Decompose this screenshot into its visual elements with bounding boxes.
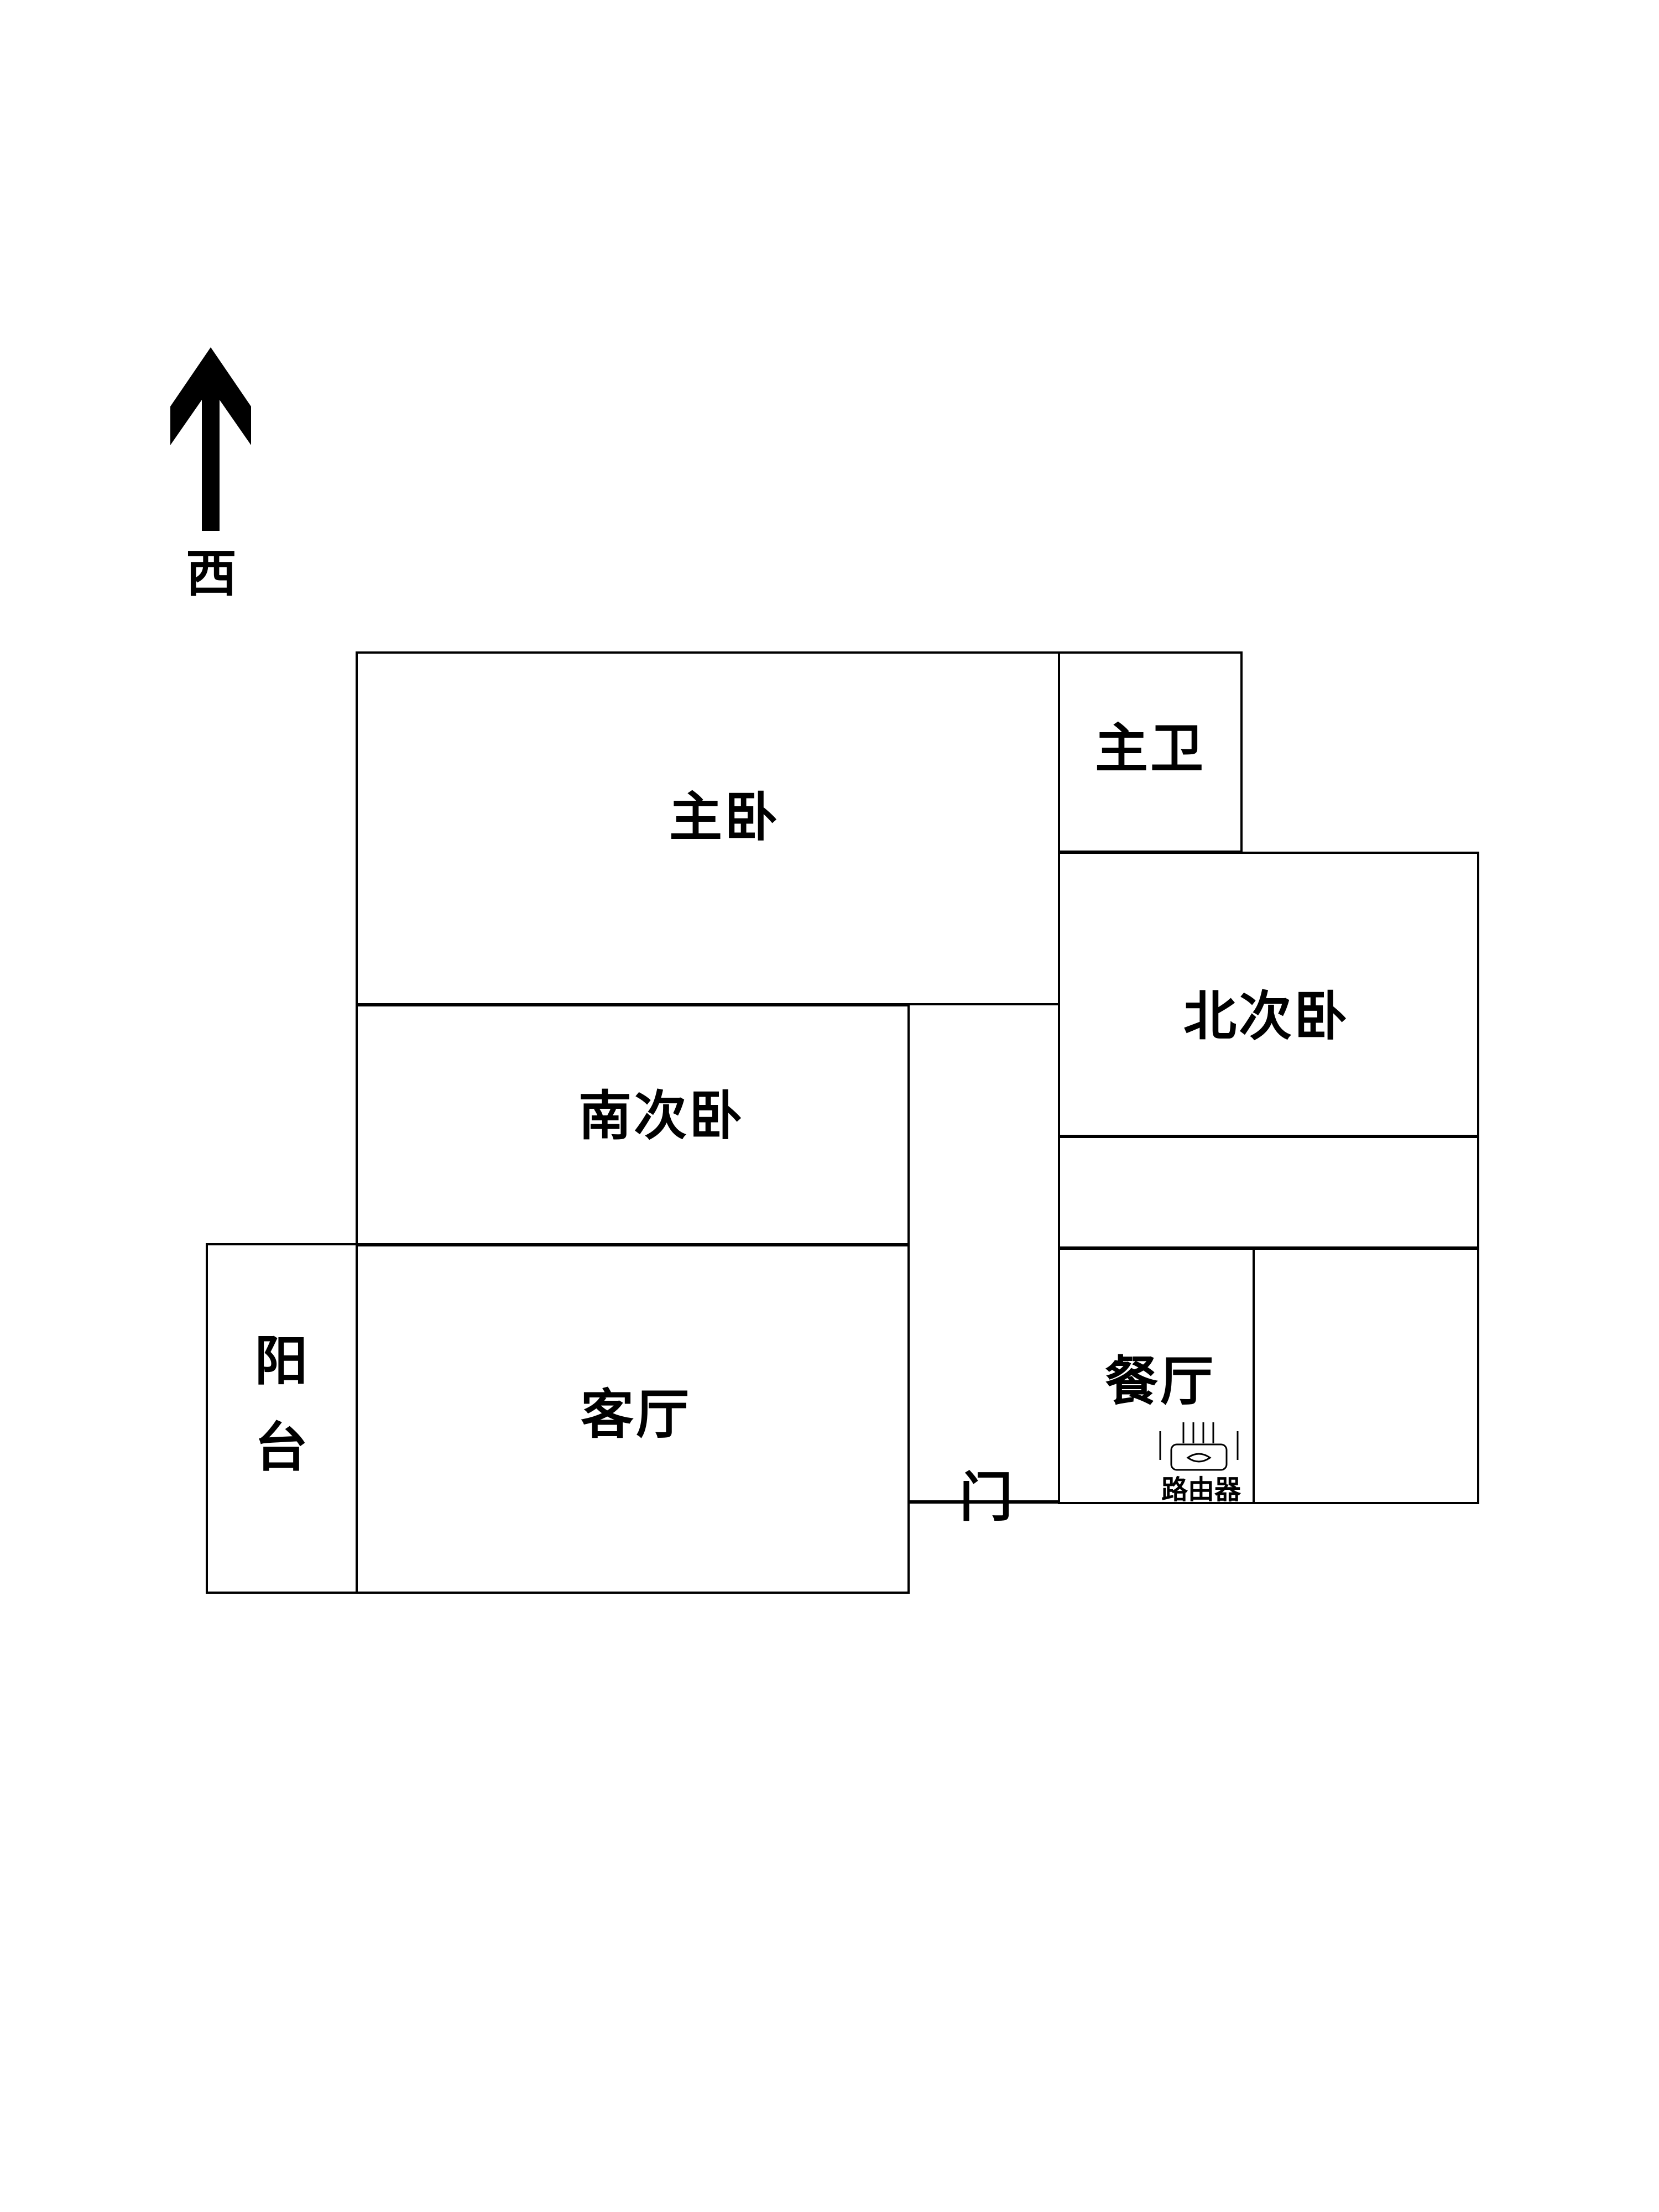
- label-master-bath: 主卫: [1095, 718, 1206, 780]
- label-living-room: 客厅: [581, 1384, 691, 1446]
- label-entrance-door: 门: [959, 1467, 1015, 1528]
- compass-direction-label: 西: [186, 544, 237, 603]
- label-balcony: 阳台: [246, 1333, 307, 1505]
- room-balcony: [206, 1243, 358, 1594]
- room-north-strip: [1058, 1136, 1479, 1249]
- label-router: 路由器: [1161, 1474, 1241, 1505]
- label-south-second-bedroom: 南次卧: [578, 1085, 744, 1147]
- router-icon: [1159, 1422, 1239, 1471]
- label-north-second-bedroom: 北次卧: [1183, 985, 1349, 1047]
- room-unlabeled-east: [1253, 1248, 1479, 1504]
- up-arrow-icon: [170, 347, 251, 531]
- label-master-bedroom: 主卧: [669, 786, 780, 848]
- label-dining-room: 餐厅: [1105, 1350, 1215, 1412]
